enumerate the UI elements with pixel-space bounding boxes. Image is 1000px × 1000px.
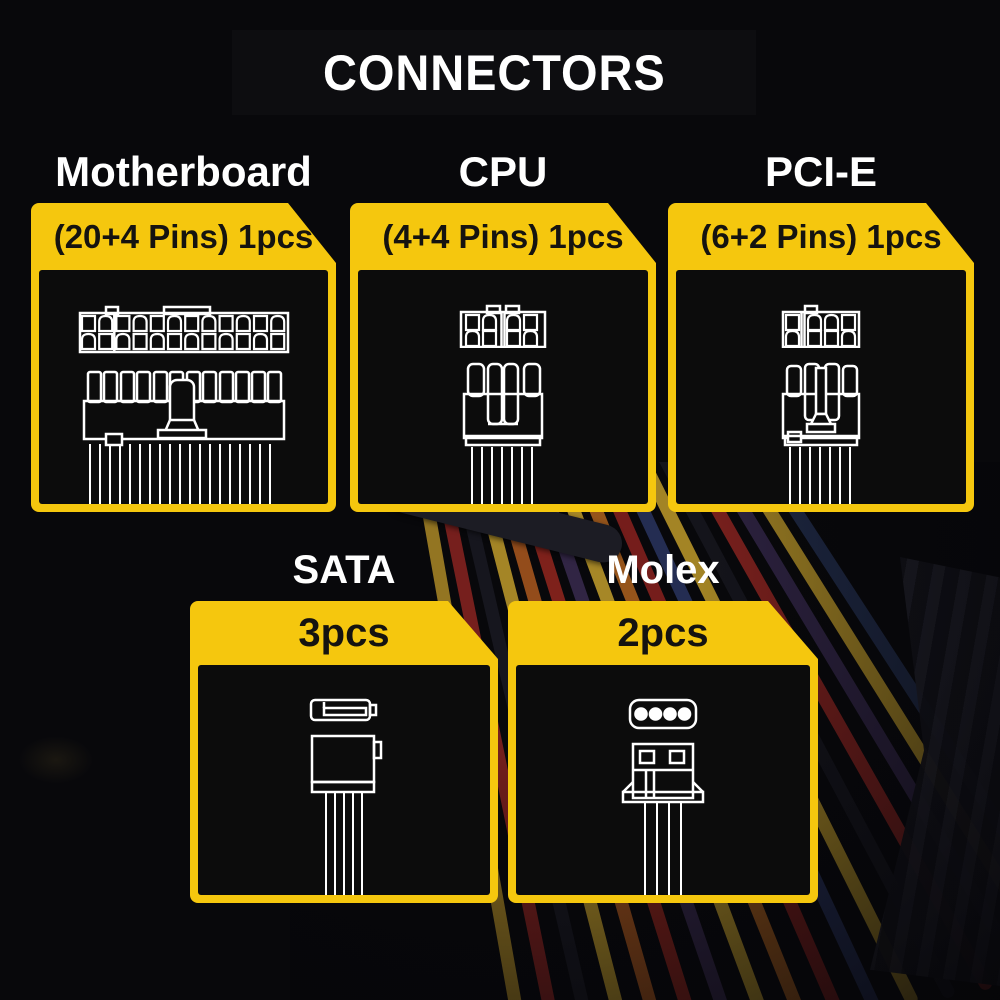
panel-spec-sata: 3pcs (190, 601, 498, 665)
panel-cpu: (4+4 Pins) 1pcs (350, 203, 656, 512)
sata-power-front-icon (309, 698, 379, 722)
motherboard-20plus4-pin-side-icon (82, 368, 286, 504)
panel-title-molex: Molex (606, 548, 720, 592)
panel-title-motherboard: Motherboard (55, 148, 312, 195)
molex-4-pin-front-icon (628, 698, 698, 730)
panel-title-cpu: CPU (458, 148, 548, 195)
panel-body-cpu (358, 270, 648, 504)
spec-text: 3pcs (298, 610, 390, 655)
panel-molex: 2pcs (508, 601, 818, 903)
spec-text: (6+2 Pins) 1pcs (700, 217, 942, 255)
sata-power-side-icon (302, 734, 386, 895)
panel-pcie: (6+2 Pins) 1pcs (668, 203, 974, 512)
spec-text: (4+4 Pins) 1pcs (382, 217, 624, 255)
faint-psu-label (6, 728, 106, 792)
molex-4-pin-side-icon (615, 742, 711, 895)
panel-spec-cpu: (4+4 Pins) 1pcs (350, 203, 656, 270)
panel-body-molex (516, 665, 810, 895)
pcie-6plus2-pin-front-icon (781, 304, 861, 348)
panel-sata: 3pcs (190, 601, 498, 903)
motherboard-20plus4-pin-front-icon (78, 304, 290, 354)
panel-spec-pcie: (6+2 Pins) 1pcs (668, 203, 974, 270)
pcie-6plus2-pin-side-icon (781, 362, 861, 504)
panel-spec-motherboard: (20+4 Pins) 1pcs (31, 203, 336, 270)
page-title: CONNECTORS (322, 44, 666, 101)
cpu-4plus4-pin-side-icon (462, 362, 544, 504)
title-banner: CONNECTORS (232, 30, 756, 115)
panel-spec-molex: 2pcs (508, 601, 818, 665)
panel-title-sata: SATA (292, 548, 396, 592)
panel-body-sata (198, 665, 490, 895)
spec-text: 2pcs (617, 610, 709, 655)
panel-body-pcie (676, 270, 966, 504)
panel-title-pcie: PCI-E (764, 148, 877, 195)
panel-body-motherboard (39, 270, 328, 504)
spec-text: (20+4 Pins) 1pcs (53, 217, 314, 255)
cpu-4plus4-pin-front-icon (459, 304, 547, 348)
ribbon-cable-connector (870, 557, 1000, 987)
panel-motherboard: (20+4 Pins) 1pcs (31, 203, 336, 512)
